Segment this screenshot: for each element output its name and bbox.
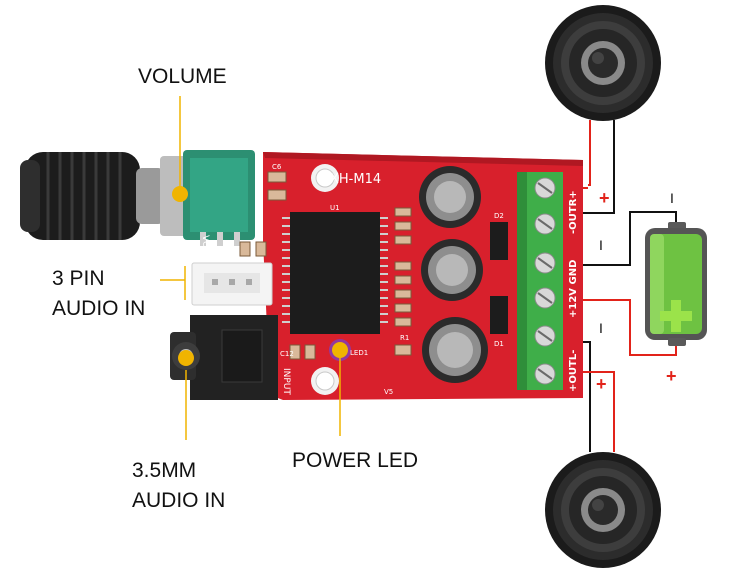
- three-pin-label-line1: 3 PIN: [52, 267, 105, 290]
- led-callout-dot: [332, 342, 348, 358]
- plus-mark-battery: +: [666, 366, 677, 386]
- jack-label-line2: AUDIO IN: [132, 489, 226, 512]
- volume-potentiometer: [183, 150, 255, 246]
- board-d1: D1: [494, 340, 504, 348]
- board-u1: U1: [330, 204, 340, 212]
- board-c12: C12: [280, 350, 294, 358]
- jack-callout-dot: [178, 350, 194, 366]
- board-input: INPUT: [281, 368, 291, 395]
- board-v5: V5: [384, 388, 393, 396]
- jack-label-line1: 3.5MM: [132, 459, 197, 482]
- plus-mark-outl: +: [596, 374, 607, 394]
- minus-mark-outr: I: [599, 237, 603, 253]
- speaker-top: [545, 5, 661, 121]
- plus-mark-outr: +: [599, 188, 610, 208]
- power-led-label: POWER LED: [292, 449, 419, 472]
- minus-mark-battery: I: [670, 190, 674, 206]
- volume-knob[interactable]: [20, 152, 188, 240]
- callout-lines: [160, 96, 341, 440]
- capacitor: [419, 166, 488, 383]
- volume-callout-dot: [172, 186, 188, 202]
- three-pin-connector: [191, 262, 273, 306]
- battery-wires: [560, 211, 677, 356]
- board-d2: D2: [494, 212, 504, 220]
- screw-terminal-block: [517, 172, 563, 390]
- board-model: XH-M14: [330, 172, 381, 187]
- three-pin-label-line2: AUDIO IN: [52, 297, 146, 320]
- terminal-outr-label: -OUTR+: [568, 190, 579, 234]
- board-vol: VOL: [200, 235, 210, 253]
- board-r1: R1: [400, 334, 409, 342]
- minus-mark-outl: I: [599, 320, 603, 336]
- speaker-bottom: [545, 452, 661, 568]
- terminal-power-label: +12V GND: [568, 260, 579, 318]
- terminal-outl-label: +OUTL-: [568, 350, 579, 392]
- battery: [645, 222, 707, 346]
- board-c6: C6: [272, 163, 282, 171]
- board-led1: LED1: [350, 349, 368, 357]
- volume-label: VOLUME: [138, 65, 227, 88]
